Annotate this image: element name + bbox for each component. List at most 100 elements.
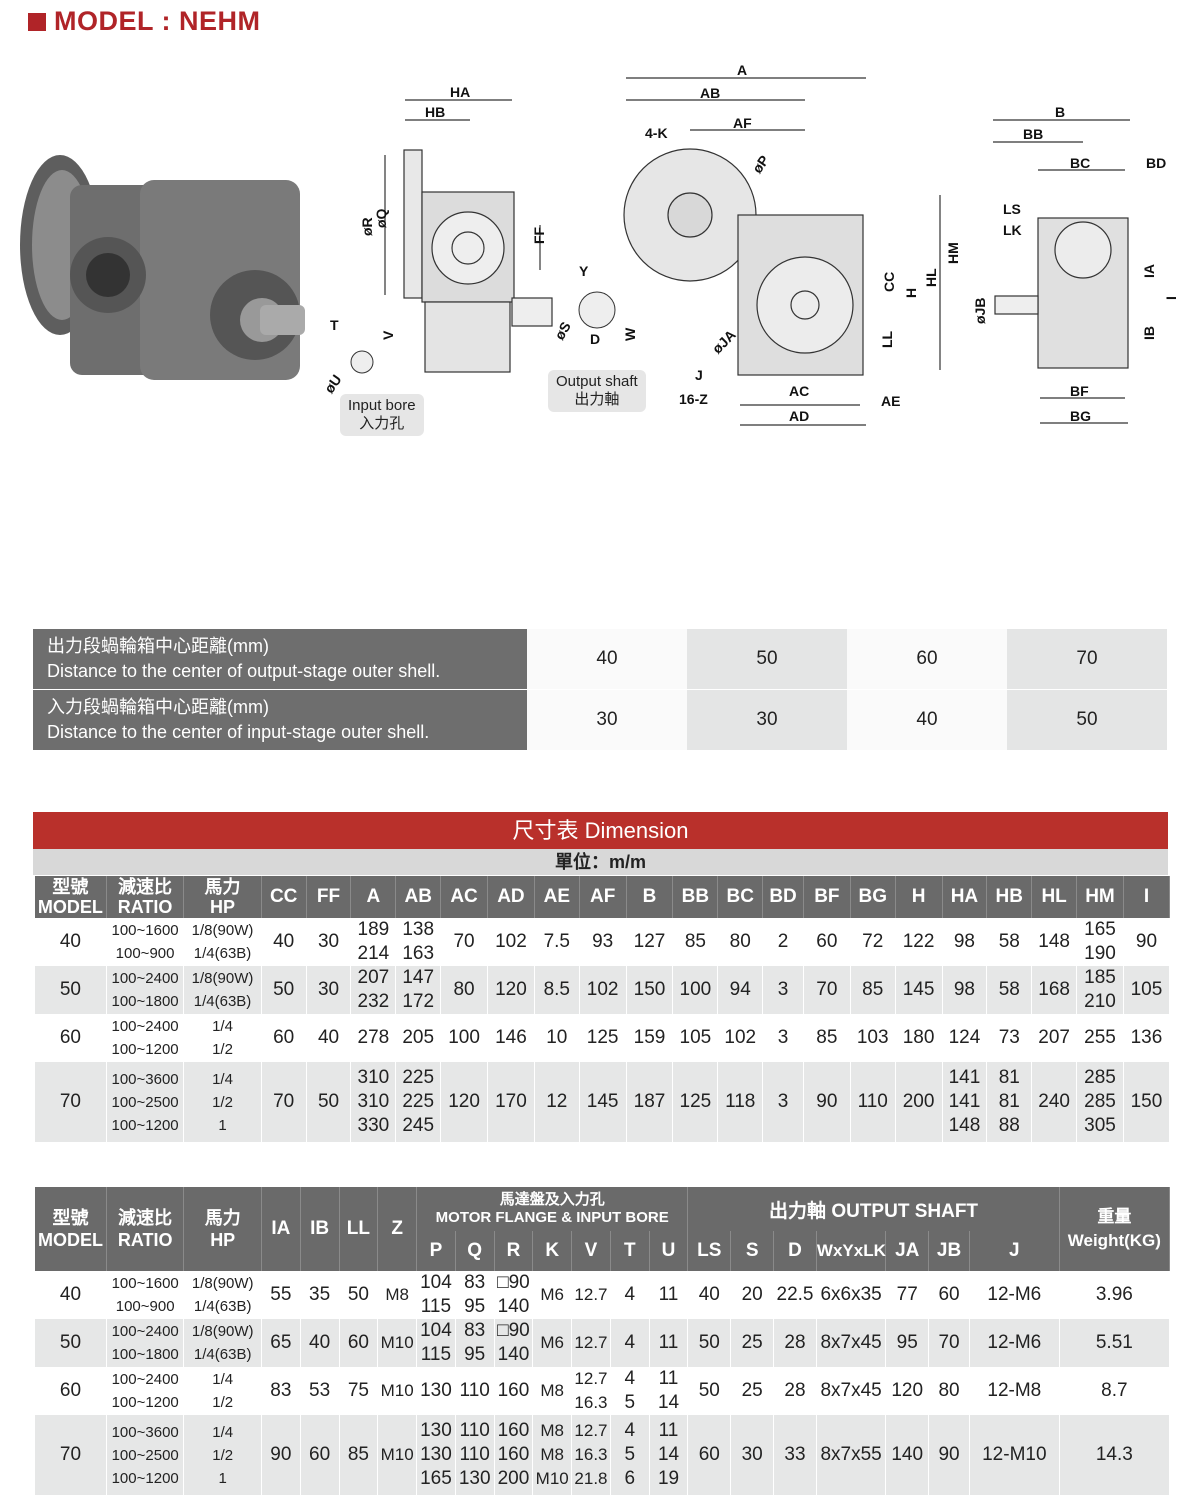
cell-ll: 85 <box>339 1415 379 1495</box>
header-t: T <box>610 1231 650 1271</box>
cell-cc: 40 <box>261 918 307 966</box>
cell-line: 141 <box>948 1091 981 1112</box>
cell-line: 115 <box>420 1344 452 1365</box>
header-ad: AD <box>487 876 535 918</box>
cell-line: 1/4(63B) <box>193 1346 252 1363</box>
page-title: MODEL : NEHM <box>54 6 261 36</box>
hp-cell: 1/8(90W)1/4(63B) <box>183 1319 262 1367</box>
svg-text:4-K: 4-K <box>645 125 668 141</box>
cell-i: 90 <box>1123 918 1171 966</box>
cell-line: 1/4(63B) <box>193 1298 252 1315</box>
svg-text:øJA: øJA <box>709 327 739 357</box>
cell-line: 104 <box>420 1320 452 1341</box>
cell-w: 8x7x45 <box>816 1319 887 1367</box>
svg-text:HB: HB <box>425 104 445 120</box>
cell-ha: 98 <box>942 918 988 966</box>
cell-line: 100~2500 <box>111 1446 179 1464</box>
svg-text:BF: BF <box>1070 383 1089 399</box>
cell-bf: 70 <box>803 966 851 1014</box>
svg-text:LS: LS <box>1003 201 1021 217</box>
svg-text:HM: HM <box>945 242 961 264</box>
output-shaft-zh: 出力軸 <box>574 391 620 408</box>
cell-ls: 40 <box>687 1271 732 1319</box>
cell-bc: 80 <box>717 918 764 966</box>
svg-text:AC: AC <box>789 383 809 399</box>
cell-hl: 207 <box>1031 1014 1078 1062</box>
cell-s: 30 <box>730 1415 775 1495</box>
cell-jb: 80 <box>928 1367 970 1415</box>
cell-ad: 146 <box>487 1014 535 1062</box>
cell-jb: 90 <box>928 1415 970 1495</box>
distance-label: 入力段蝸輪箱中心距離(mm)Distance to the center of … <box>33 689 527 751</box>
hp-cell: 1/8(90W)1/4(63B) <box>183 966 262 1014</box>
header-line: Weight(KG) <box>1067 1231 1161 1250</box>
cell-ia: 65 <box>261 1319 301 1367</box>
cell-line: 1/2 <box>212 1446 234 1464</box>
cell-bf: 90 <box>803 1062 851 1142</box>
cell-line: 100~2400 <box>111 1371 179 1388</box>
cell-w: 6x6x35 <box>816 1271 887 1319</box>
cell-line: 1/4 <box>212 1423 234 1441</box>
cell-line: 1 <box>218 1469 227 1487</box>
cell-weight: 8.7 <box>1059 1367 1171 1415</box>
cell-line: 11 <box>658 1368 679 1389</box>
cell-bc: 94 <box>717 966 764 1014</box>
header-line: 馬力 <box>204 1208 241 1228</box>
cell-line: 130 <box>458 1468 491 1489</box>
cell-s: 25 <box>730 1367 775 1415</box>
cell-bg: 103 <box>850 1014 896 1062</box>
svg-text:IA: IA <box>1141 264 1157 278</box>
header-hb: HB <box>986 876 1033 918</box>
header-ls: LS <box>687 1231 732 1271</box>
svg-text:AF: AF <box>733 115 752 131</box>
cell-ib: 60 <box>300 1415 340 1495</box>
cell-line: 310 <box>357 1091 390 1112</box>
header-u: U <box>649 1231 689 1271</box>
model-cell: 50 <box>35 1319 107 1367</box>
cell-line: 88 <box>998 1115 1020 1136</box>
header-ib: IB <box>300 1187 340 1271</box>
header-ac: AC <box>440 876 488 918</box>
svg-text:16-Z: 16-Z <box>679 391 708 407</box>
cell-line: 285 <box>1084 1091 1116 1112</box>
cell-jb: 60 <box>928 1271 970 1319</box>
cell-line: 100~1200 <box>111 1041 179 1058</box>
cell-ac: 100 <box>440 1014 488 1062</box>
cell-line: 141 <box>948 1067 981 1088</box>
header-i: I <box>1123 876 1171 918</box>
cell-d: 22.5 <box>773 1271 817 1319</box>
header-line: 重量 <box>1097 1207 1132 1226</box>
cell-line: 81 <box>998 1091 1020 1112</box>
svg-text:H: H <box>903 288 919 298</box>
cell-ja: 120 <box>885 1367 930 1415</box>
cell-ac: 120 <box>440 1062 488 1142</box>
cell-line: 147 <box>402 967 435 988</box>
cell-ia: 83 <box>261 1367 301 1415</box>
cell-cc: 50 <box>261 966 307 1014</box>
cell-line: 330 <box>357 1115 390 1136</box>
cell-j: 12-M10 <box>969 1415 1060 1495</box>
svg-text:FF: FF <box>531 226 547 244</box>
hp-cell: 1/8(90W)1/4(63B) <box>183 1271 262 1319</box>
svg-text:B: B <box>1055 104 1065 120</box>
gearbox-photo <box>20 155 305 380</box>
header-line: 馬力 <box>204 877 241 897</box>
cell-hm: 255 <box>1076 1014 1124 1062</box>
cell-weight: 5.51 <box>1059 1319 1171 1367</box>
cell-line: 1/2 <box>212 1041 233 1058</box>
hp-cell: 1/8(90W)1/4(63B) <box>183 918 262 966</box>
cell-line: 110 <box>459 1380 490 1401</box>
cell-q: 110 <box>455 1367 495 1415</box>
